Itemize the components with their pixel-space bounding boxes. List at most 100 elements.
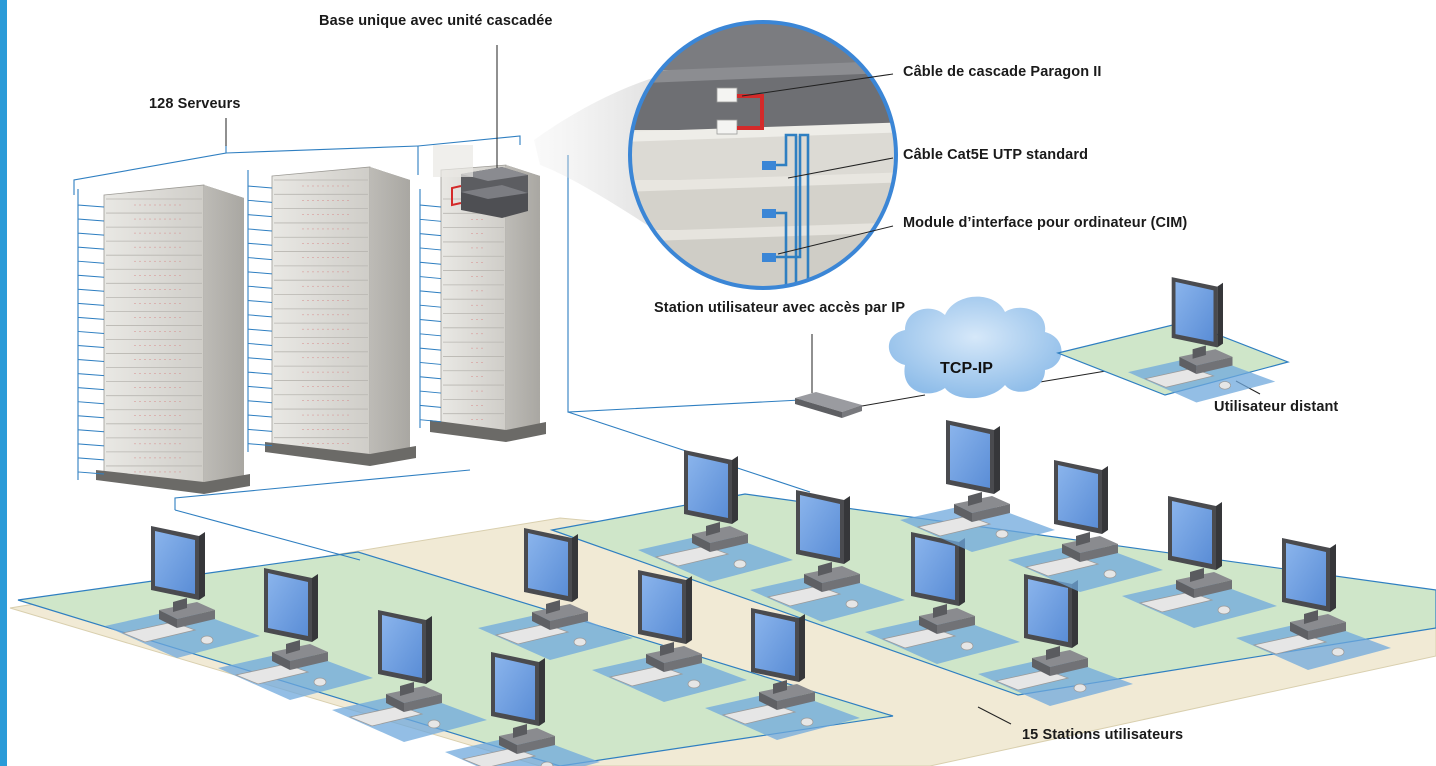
rack-connector: [77, 251, 105, 264]
ip-station: [795, 392, 862, 418]
monitor-side: [1217, 282, 1223, 348]
rack-3: [430, 164, 546, 442]
workstation-icon: [705, 608, 860, 740]
desktop-base-side: [919, 616, 937, 634]
callout-leaders: [225, 45, 1261, 725]
rack-connector: [247, 304, 273, 318]
magnifier-icon: [628, 20, 898, 290]
mouse: [733, 559, 747, 569]
desktop-base-side: [272, 652, 290, 670]
desktop-base-front: [972, 504, 1010, 522]
desktop-base-side: [692, 534, 710, 552]
workstation-icon: [978, 574, 1133, 706]
rack-connector: [77, 293, 105, 306]
mouse: [427, 719, 441, 729]
monitor-stand: [933, 604, 947, 618]
desktop-base-front: [1050, 658, 1088, 676]
rack-connector: [77, 377, 105, 391]
rack-connector: [77, 209, 105, 222]
desktop-base-front: [1080, 544, 1118, 562]
monitor-side: [1072, 580, 1078, 648]
rack-1: [96, 184, 250, 494]
monitor-side: [844, 496, 850, 564]
rack-connector: [247, 233, 273, 246]
monitor-stand: [1190, 568, 1204, 582]
cloud-icon: [888, 296, 1062, 399]
server-rack-icon: [77, 164, 546, 494]
monitor-side: [994, 426, 1000, 494]
monitor-side: [199, 532, 205, 600]
desktop-base-front: [710, 534, 748, 552]
rack-connector: [247, 261, 273, 275]
monitor-side: [959, 538, 965, 606]
monitor-side: [1330, 544, 1336, 612]
desktop-base-front: [404, 694, 442, 712]
rack-connector: [419, 280, 442, 294]
monitor-stand: [546, 600, 560, 614]
workstation-icon: [1008, 460, 1163, 592]
label-remote-user: Utilisateur distant: [1214, 399, 1339, 415]
desktop-base-top: [1290, 614, 1346, 631]
rack-connector: [419, 409, 442, 423]
monitor-stand: [1304, 610, 1318, 624]
label-cim: Module d’interface pour ordinateur (CIM): [903, 215, 1188, 231]
monitor-screen: [382, 615, 422, 678]
rack-connector: [247, 405, 273, 418]
rack-connector: [247, 290, 273, 304]
rack-connector: [77, 335, 105, 348]
desktop-base-side: [646, 654, 664, 672]
rack-connector: [247, 319, 273, 332]
desktop-base-front: [1194, 580, 1232, 598]
monitor-side: [1216, 502, 1222, 570]
rack-connector: [247, 176, 273, 189]
desktop-base-side: [1032, 658, 1050, 676]
desktop-base-front: [290, 652, 328, 670]
label-cat5e-cable: Câble Cat5E UTP standard: [903, 147, 1089, 163]
rack-connector: [419, 338, 442, 351]
rack-connector: [247, 190, 273, 203]
rack-connector: [77, 433, 105, 447]
workstation-icon: [1128, 277, 1276, 403]
mouse: [540, 761, 554, 766]
monitor-screen: [495, 657, 535, 720]
rack-connector: [419, 223, 442, 237]
desktop-base-side: [499, 736, 517, 754]
desktop-base-top: [272, 644, 328, 661]
monitor-screen: [268, 573, 308, 636]
label-base-unit: Base unique avec unité cascadée: [319, 13, 553, 29]
desktop-base-front: [777, 692, 815, 710]
ip-links: [861, 369, 1113, 407]
rack-connector: [77, 363, 105, 377]
desktop-base-side: [954, 504, 972, 522]
rack-connector: [419, 252, 442, 265]
desktop-base-top: [954, 496, 1010, 513]
desktop-base-top: [692, 526, 748, 543]
desktop-base-top: [386, 686, 442, 703]
workstation-icon: [478, 528, 633, 660]
monitor-side: [1102, 466, 1108, 534]
rack-connector: [419, 195, 442, 208]
label-user-stations: 15 Stations utilisateurs: [1022, 727, 1184, 743]
desktop-base-top: [759, 684, 815, 701]
workstation-icon: [750, 490, 905, 622]
monitor-side: [799, 614, 805, 682]
desktop-base-side: [532, 612, 550, 630]
desktop-base-top: [499, 728, 555, 745]
desktop-base-side: [1290, 622, 1308, 640]
label-network: TCP-IP: [940, 360, 994, 377]
desktop-base-front: [1196, 356, 1233, 374]
monitor-screen: [688, 455, 728, 518]
desktop-base-front: [517, 736, 555, 754]
rack-connector: [77, 447, 105, 461]
monitor-stand: [1192, 345, 1206, 359]
rack-connector: [419, 237, 442, 251]
mouse: [1218, 381, 1231, 390]
rack-connector: [419, 209, 442, 222]
rack-connector: [419, 309, 442, 322]
workstation-icon: [900, 420, 1055, 552]
rack-connector: [419, 381, 442, 394]
rack-connector: [77, 279, 105, 292]
rack-connector: [77, 195, 105, 208]
mouse: [200, 635, 214, 645]
